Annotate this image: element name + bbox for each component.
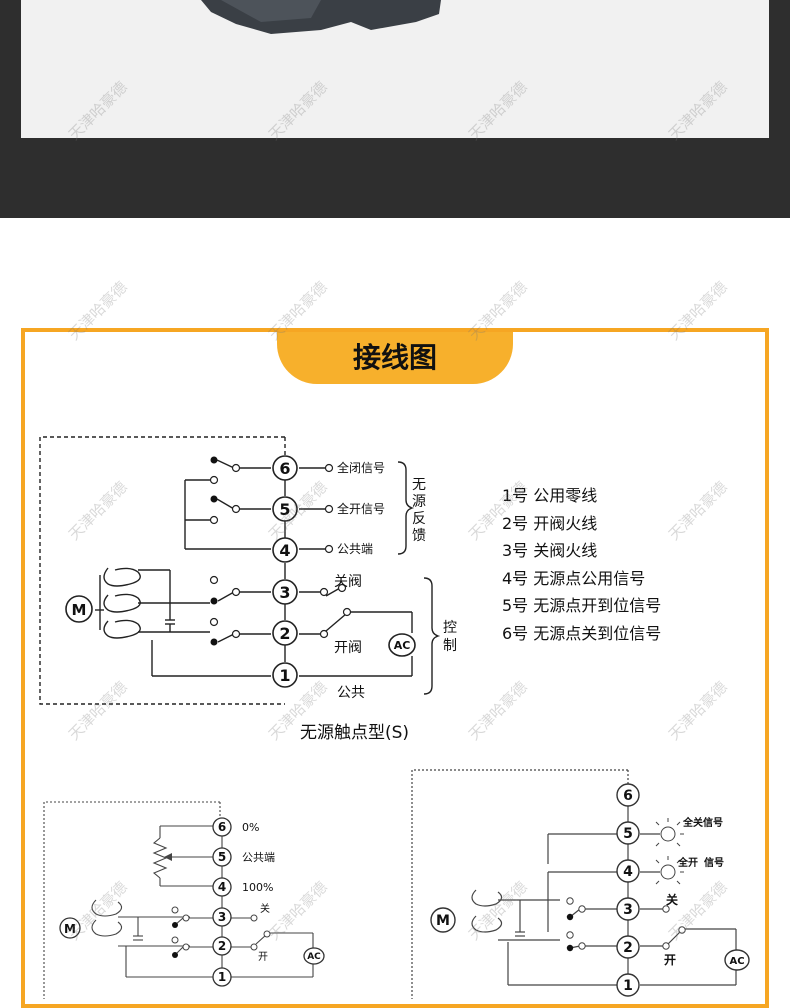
common-label: 公共 [337,685,365,701]
lamp-terminal-1: 1 [623,978,633,994]
pot-common-end: 公共端 [242,851,275,864]
all-close-signal-label: 全关信号 [682,816,723,829]
pot-100-percent: 100% [242,881,273,894]
pot-close-label: 关 [260,902,270,915]
terminal-4: 4 [279,541,290,560]
legend-item-6: 6号 无源点关到位信号 [502,623,662,643]
pot-ac-label: AC [307,952,321,962]
feedback-char-2: 源 [412,494,426,510]
motor-label: M [72,601,87,619]
motor-symbol [65,595,93,623]
lamp-open-label: 开 [664,953,676,967]
legend-item-4: 4号 无源点公用信号 [502,568,646,588]
full-close-signal-label: 全闭信号 [337,460,385,475]
terminal-2: 2 [279,624,290,643]
lamp-icons [652,818,684,885]
feedback-char-4: 馈 [412,528,426,544]
common-end-label: 公共端 [337,542,373,556]
ac-label: AC [394,639,411,652]
lamp-terminal-5: 5 [623,826,633,842]
open-valve-label: 开阀 [334,640,362,656]
terminal-6: 6 [279,459,290,478]
pot-open-label: 开 [258,952,268,963]
pot-0-percent: 0% [242,821,259,834]
all-open-label: 全开 [677,856,698,869]
full-open-signal-label: 全开信号 [337,501,385,516]
legend-item-5: 5号 无源点开到位信号 [502,596,662,615]
section-title: 接线图 [352,341,437,374]
terminal-legend: 1号 公用零线 2号 开阀火线 3号 关阀火线 4号 无源点公用信号 5号 无源… [502,482,661,647]
pot-motor-label: M [64,922,76,936]
signal-label: 信号 [704,856,724,869]
terminal-5: 5 [279,500,290,519]
legend-item-2: 2号 开阀火线 [502,513,598,533]
lamp-terminal-2: 2 [623,940,633,956]
pot-terminal-6: 6 [218,820,226,834]
enclosure-dashed [39,436,285,705]
diagram-caption: 无源触点型(S) [300,723,410,743]
pot-terminal-3: 3 [218,910,226,924]
ac-symbol [388,633,416,657]
pot-terminal-5: 5 [218,850,226,864]
actuator-bottom-image [201,0,441,34]
lamp-motor-label: M [436,913,450,929]
terminal-3: 3 [279,583,290,602]
lamp-terminal-3: 3 [623,902,633,918]
feedback-char-3: 反 [412,511,426,527]
legend-item-1: 1号 公用零线 [502,486,598,505]
legend-item-3: 3号 关阀火线 [502,541,598,560]
pot-terminal-1: 1 [218,970,226,984]
terminal-1: 1 [279,666,290,685]
pot-terminal-4: 4 [218,880,226,894]
product-photo [21,0,769,138]
pot-terminal-2: 2 [218,939,226,953]
lamp-terminal-6: 6 [623,788,633,804]
lamp-terminal-4: 4 [623,864,633,880]
feedback-char-1: 无 [412,477,426,493]
control-char-2: 制 [443,638,457,654]
title-tab [277,332,513,384]
lamp-ac-label: AC [729,956,744,967]
close-valve-label: 关阀 [334,574,362,590]
lamp-close-label: 关 [666,892,678,907]
control-char-1: 控 [443,620,457,636]
